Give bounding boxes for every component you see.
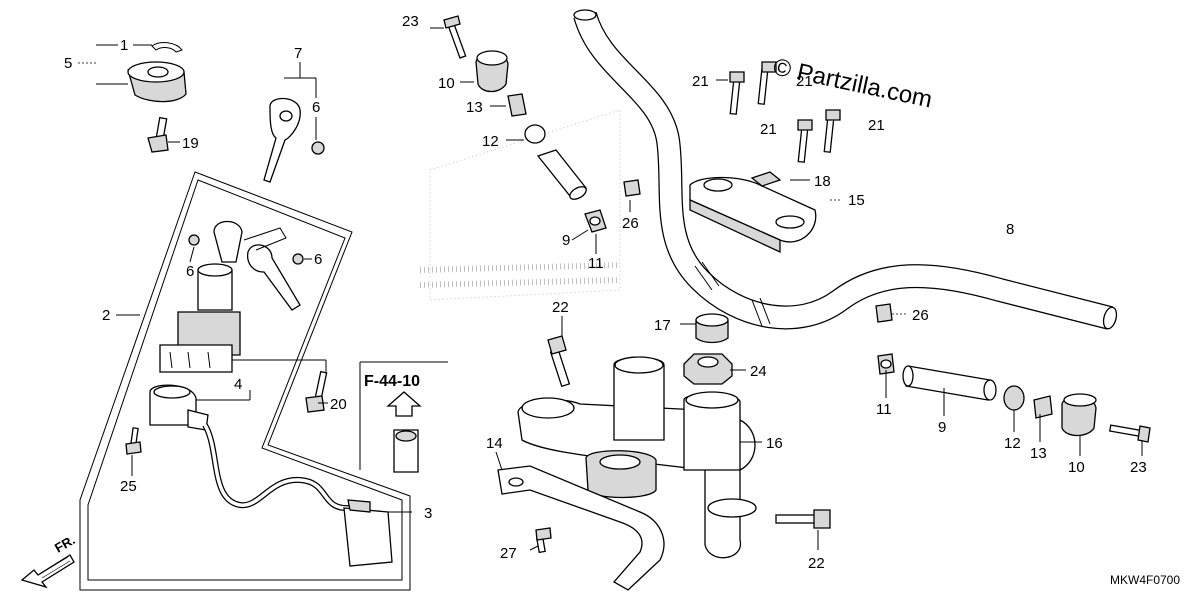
callout-20: 20 xyxy=(330,396,347,413)
callout-13-right: 13 xyxy=(1030,445,1047,462)
callout-1: 1 xyxy=(120,37,128,54)
front-label: FR. xyxy=(52,532,78,555)
callout-16: 16 xyxy=(766,435,783,452)
callout-11-right: 11 xyxy=(876,401,892,418)
callout-21-d: 21 xyxy=(868,117,885,134)
reference-code: F-44-10 xyxy=(364,373,420,390)
callout-12-right: 12 xyxy=(1004,435,1021,452)
callout-24: 24 xyxy=(750,363,767,380)
washer-6-left xyxy=(188,234,200,246)
assembly-outline-inner xyxy=(87,179,403,581)
top-bridge xyxy=(517,356,757,559)
cap-17 xyxy=(695,313,729,344)
callout-23-right: 23 xyxy=(1130,459,1147,476)
callout-18: 18 xyxy=(814,173,831,190)
callout-9-left: 9 xyxy=(562,232,570,249)
callout-5: 5 xyxy=(64,55,72,72)
callout-10-left: 10 xyxy=(438,75,455,92)
callout-14: 14 xyxy=(486,435,503,452)
keys-in-switch xyxy=(213,220,301,311)
plate-18 xyxy=(750,171,782,187)
callout-21-a: 21 xyxy=(692,73,709,90)
callout-8: 8 xyxy=(1006,221,1014,238)
callout-17: 17 xyxy=(654,317,671,334)
switch-wire-harness xyxy=(149,384,393,567)
callout-27: 27 xyxy=(500,545,517,562)
callout-6-top: 6 xyxy=(312,99,320,116)
clip-26-upper xyxy=(623,179,641,197)
callout-22-upper: 22 xyxy=(552,299,569,316)
circlip xyxy=(151,42,183,53)
front-direction-arrow: FR. xyxy=(20,532,78,589)
ignition-assembly xyxy=(79,42,411,591)
callout-12-left: 12 xyxy=(482,133,499,150)
callout-21-c: 21 xyxy=(760,121,777,138)
callout-13-left: 13 xyxy=(466,99,483,116)
clip-26-lower xyxy=(875,303,893,323)
bolt-19 xyxy=(147,116,169,153)
screw-25 xyxy=(125,427,142,455)
callout-26-lower: 26 xyxy=(912,307,929,324)
callout-4: 4 xyxy=(234,376,242,393)
callout-19: 19 xyxy=(182,135,199,152)
bolt-22-upper xyxy=(547,335,571,388)
upper-holder-bolts xyxy=(729,61,841,163)
watermark: © Partzilla.com xyxy=(771,53,935,113)
bolt-22-lower xyxy=(775,509,831,529)
leader-lines xyxy=(78,27,1143,551)
callout-11-left: 11 xyxy=(588,255,604,272)
callout-7: 7 xyxy=(294,45,302,62)
lock-collar xyxy=(127,61,187,103)
left-bar-end-assembly xyxy=(443,15,607,233)
callout-9-right: 9 xyxy=(938,419,946,436)
diagram-code: MKW4F0700 xyxy=(1110,573,1180,587)
ignition-switch-body xyxy=(159,263,241,373)
upper-holder xyxy=(689,176,817,254)
bracket-14 xyxy=(497,465,665,591)
callout-3: 3 xyxy=(424,505,432,522)
screw-27 xyxy=(535,527,552,554)
key-blank xyxy=(263,97,301,183)
callout-26-upper: 26 xyxy=(622,215,639,232)
nut-24 xyxy=(683,353,733,385)
assembly-outline-outer xyxy=(79,171,411,591)
callout-15: 15 xyxy=(848,192,865,209)
washer-6-top xyxy=(311,141,325,155)
callout-21-b: 21 xyxy=(796,73,813,90)
callout-22-lower: 22 xyxy=(808,555,825,572)
callout-6-right: 6 xyxy=(314,251,322,268)
right-bar-end-assembly xyxy=(877,353,1151,443)
handlebar xyxy=(573,9,1118,330)
callout-25: 25 xyxy=(120,478,137,495)
screw-20 xyxy=(305,370,328,413)
callout-10-right: 10 xyxy=(1068,459,1085,476)
callout-labels: 1 5 19 7 6 6 6 2 4 20 25 3 F-44-10 23 10… xyxy=(64,13,1147,572)
reference-inset xyxy=(359,361,448,473)
washer-6-right xyxy=(292,253,304,265)
background-logo xyxy=(419,109,621,301)
callout-2: 2 xyxy=(102,307,110,324)
callout-6-left: 6 xyxy=(186,263,194,280)
callout-23-left: 23 xyxy=(402,13,419,30)
